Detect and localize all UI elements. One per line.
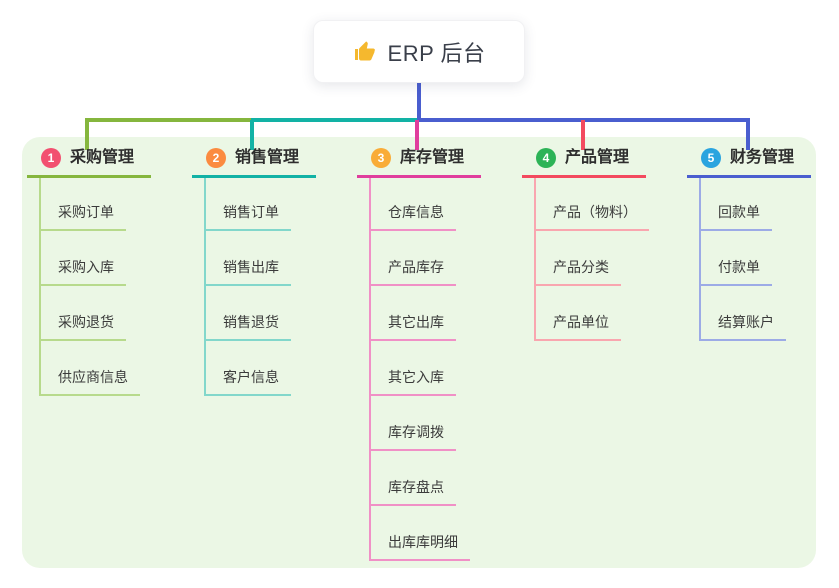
node-purchase-order[interactable]: 采购订单	[41, 178, 126, 231]
root-node-title: ERP 后台	[387, 40, 486, 66]
branch-children: 回款单 付款单 结算账户	[699, 178, 786, 341]
branch-header-purchase[interactable]: 1 采购管理	[27, 148, 151, 178]
connector-drop-product	[581, 120, 585, 150]
node-product-unit[interactable]: 产品单位	[536, 286, 621, 341]
node-product-stock[interactable]: 产品库存	[371, 231, 456, 286]
node-purchase-inbound[interactable]: 采购入库	[41, 231, 126, 286]
branch-sales: 2 销售管理 销售订单 销售出库 销售退货 客户信息	[192, 148, 342, 396]
node-sales-outbound[interactable]: 销售出库	[206, 231, 291, 286]
branch-header-product[interactable]: 4 产品管理	[522, 148, 646, 178]
node-warehouse-info[interactable]: 仓库信息	[371, 178, 456, 231]
connector-bus-left	[85, 118, 251, 122]
branch-number-badge: 1	[41, 148, 61, 168]
branch-purchase: 1 采购管理 采购订单 采购入库 采购退货 供应商信息	[27, 148, 177, 396]
node-product-material[interactable]: 产品（物料）	[536, 178, 649, 231]
branch-number-badge: 2	[206, 148, 226, 168]
node-settlement-account[interactable]: 结算账户	[701, 286, 786, 341]
root-node-erp-backend[interactable]: ERP 后台	[313, 20, 525, 83]
thumbs-up-icon	[353, 40, 377, 64]
branch-children: 销售订单 销售出库 销售退货 客户信息	[204, 178, 291, 396]
node-collection-order[interactable]: 回款单	[701, 178, 772, 231]
node-sales-return[interactable]: 销售退货	[206, 286, 291, 341]
branch-children: 仓库信息 产品库存 其它出库 其它入库 库存调拨 库存盘点 出库库明细	[369, 178, 470, 561]
branch-finance: 5 财务管理 回款单 付款单 结算账户	[687, 148, 837, 341]
branches-background-panel	[22, 137, 816, 568]
node-product-category[interactable]: 产品分类	[536, 231, 621, 286]
branch-product: 4 产品管理 产品（物料） 产品分类 产品单位	[522, 148, 672, 341]
branch-number-badge: 3	[371, 148, 391, 168]
connector-drop-finance	[746, 120, 750, 150]
branch-label: 财务管理	[730, 149, 795, 166]
node-stock-taking[interactable]: 库存盘点	[371, 451, 456, 506]
branch-label: 产品管理	[565, 149, 630, 166]
node-sales-order[interactable]: 销售订单	[206, 178, 291, 231]
node-other-outbound[interactable]: 其它出库	[371, 286, 456, 341]
node-purchase-return[interactable]: 采购退货	[41, 286, 126, 341]
branch-children: 产品（物料） 产品分类 产品单位	[534, 178, 649, 341]
connector-drop-purchase	[85, 120, 89, 150]
node-stock-transfer[interactable]: 库存调拨	[371, 396, 456, 451]
branch-number-badge: 5	[701, 148, 721, 168]
branch-header-finance[interactable]: 5 财务管理	[687, 148, 811, 178]
branch-header-sales[interactable]: 2 销售管理	[192, 148, 316, 178]
connector-drop-sales	[250, 120, 254, 150]
branch-label: 采购管理	[70, 149, 135, 166]
node-payment-order[interactable]: 付款单	[701, 231, 772, 286]
branch-label: 库存管理	[400, 149, 465, 166]
node-supplier-info[interactable]: 供应商信息	[41, 341, 140, 396]
node-other-inbound[interactable]: 其它入库	[371, 341, 456, 396]
branch-header-inventory[interactable]: 3 库存管理	[357, 148, 481, 178]
branch-label: 销售管理	[235, 149, 300, 166]
branch-children: 采购订单 采购入库 采购退货 供应商信息	[39, 178, 140, 396]
connector-drop-inventory	[415, 120, 419, 150]
node-customer-info[interactable]: 客户信息	[206, 341, 291, 396]
node-stock-detail[interactable]: 出库库明细	[371, 506, 470, 561]
connector-root-vertical	[417, 83, 421, 118]
connector-bus-middle	[251, 118, 417, 122]
branch-inventory: 3 库存管理 仓库信息 产品库存 其它出库 其它入库 库存调拨 库存盘点 出库库…	[357, 148, 507, 561]
branch-number-badge: 4	[536, 148, 556, 168]
